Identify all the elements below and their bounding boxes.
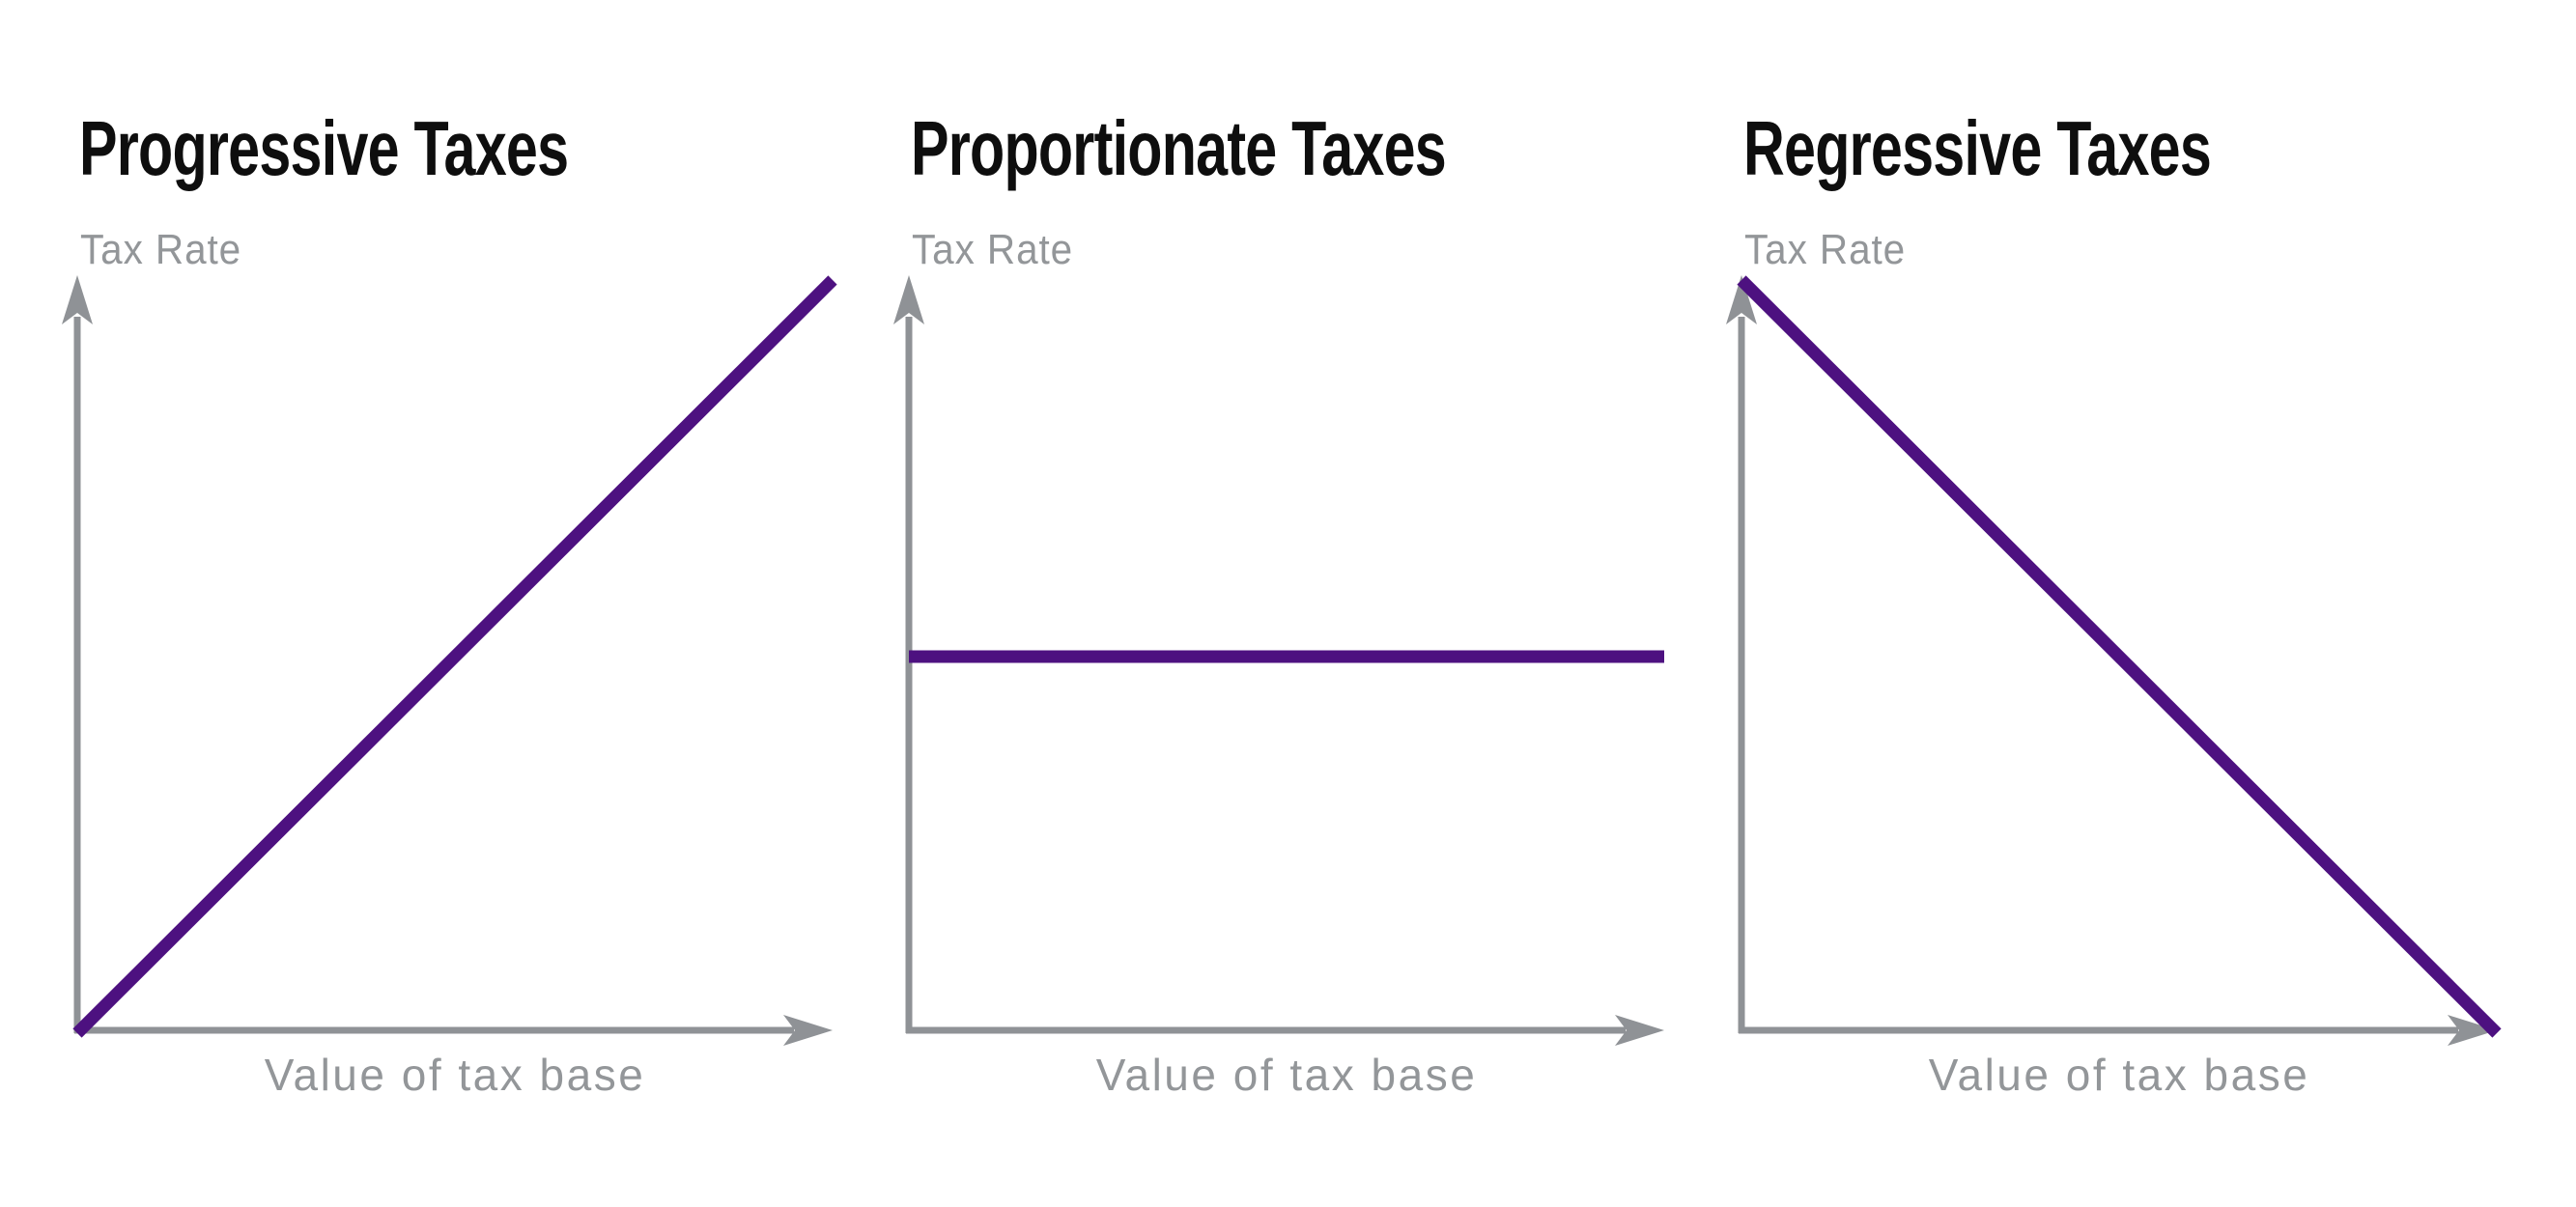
plot-area	[1726, 275, 2502, 1046]
chart-proportionate-taxes: Proportionate Taxes Tax Rate Value of ta…	[886, 0, 1678, 1207]
plot-area	[893, 275, 1664, 1046]
x-axis-label: Value of tax base	[264, 1050, 646, 1100]
y-axis-arrowhead-icon	[893, 275, 924, 324]
y-axis-arrowhead-icon	[1726, 275, 1757, 324]
chart-title: Proportionate Taxes	[911, 105, 1447, 191]
x-axis-label: Value of tax base	[1928, 1050, 2310, 1100]
plot-area	[62, 275, 837, 1046]
chart-title: Progressive Taxes	[79, 105, 569, 191]
chart-progressive-taxes: Progressive Taxes Tax Rate Value of tax …	[54, 0, 846, 1207]
y-axis-label: Tax Rate	[1744, 226, 1907, 273]
x-axis-arrowhead-icon	[2448, 1015, 2497, 1046]
tax-rate-line	[1737, 275, 2502, 1038]
y-axis-arrowhead-icon	[62, 275, 93, 324]
x-axis-arrowhead-icon	[783, 1015, 833, 1046]
x-axis-label: Value of tax base	[1095, 1050, 1478, 1100]
chart-regressive-taxes: Regressive Taxes Tax Rate Value of tax b…	[1718, 0, 2510, 1207]
chart-title: Regressive Taxes	[1743, 105, 2212, 191]
y-axis-label: Tax Rate	[80, 226, 242, 273]
y-axis-label: Tax Rate	[912, 226, 1074, 273]
x-axis-arrowhead-icon	[1615, 1015, 1664, 1046]
tax-rate-line	[72, 275, 837, 1038]
